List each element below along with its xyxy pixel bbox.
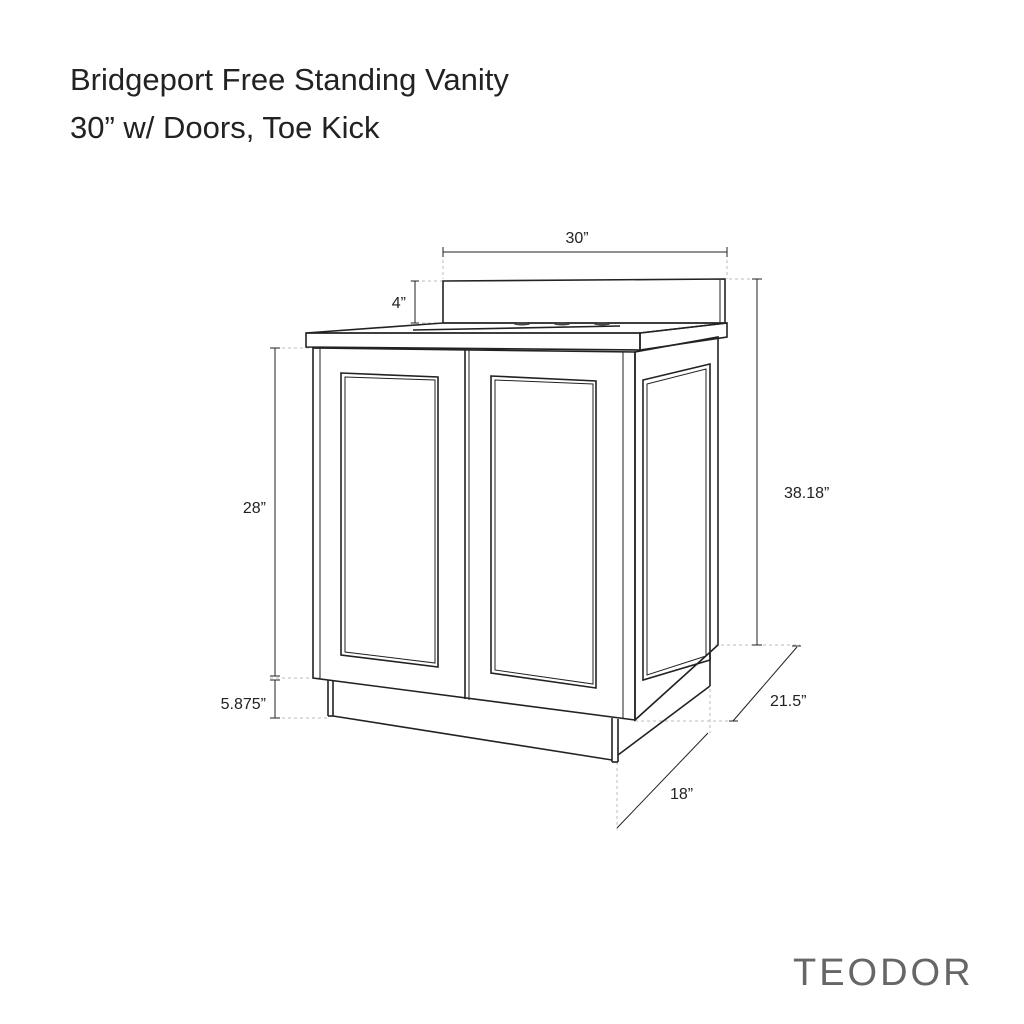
dimension-cabinet-height: 28” xyxy=(243,347,280,677)
cabinet-front xyxy=(312,347,636,721)
countertop xyxy=(305,322,728,351)
dimension-cabinet-depth: 18” xyxy=(616,732,709,829)
backsplash xyxy=(442,278,726,324)
total-height-label: 38.18” xyxy=(784,485,829,502)
toe-kick-label: 5.875” xyxy=(221,696,266,713)
extension-lines xyxy=(270,248,800,830)
cabinet-height-label: 28” xyxy=(243,500,266,517)
cabinet-side xyxy=(634,336,719,722)
cabinet-depth-label: 18” xyxy=(670,786,693,803)
dimension-width: 30” xyxy=(442,230,728,257)
dimension-toe-kick: 5.875” xyxy=(221,679,280,719)
sink-outline xyxy=(412,325,621,331)
right-door-panel xyxy=(490,375,597,689)
faucet-hole xyxy=(514,322,530,326)
toe-kick xyxy=(327,652,711,763)
title-line-2: 30” w/ Doors, Toe Kick xyxy=(70,110,380,145)
dimension-total-height: 38.18” xyxy=(752,278,829,646)
faucet-hole xyxy=(554,322,570,326)
width-label: 30” xyxy=(565,230,588,247)
left-door-panel xyxy=(340,372,439,668)
dimension-top-depth: 21.5” xyxy=(729,645,806,722)
brand-logo: TEODOR xyxy=(793,952,974,994)
title-line-1: Bridgeport Free Standing Vanity xyxy=(70,62,509,97)
top-depth-label: 21.5” xyxy=(770,693,806,710)
backsplash-label: 4” xyxy=(392,295,406,312)
dimension-backsplash: 4” xyxy=(392,280,419,324)
faucet-hole xyxy=(594,322,610,326)
